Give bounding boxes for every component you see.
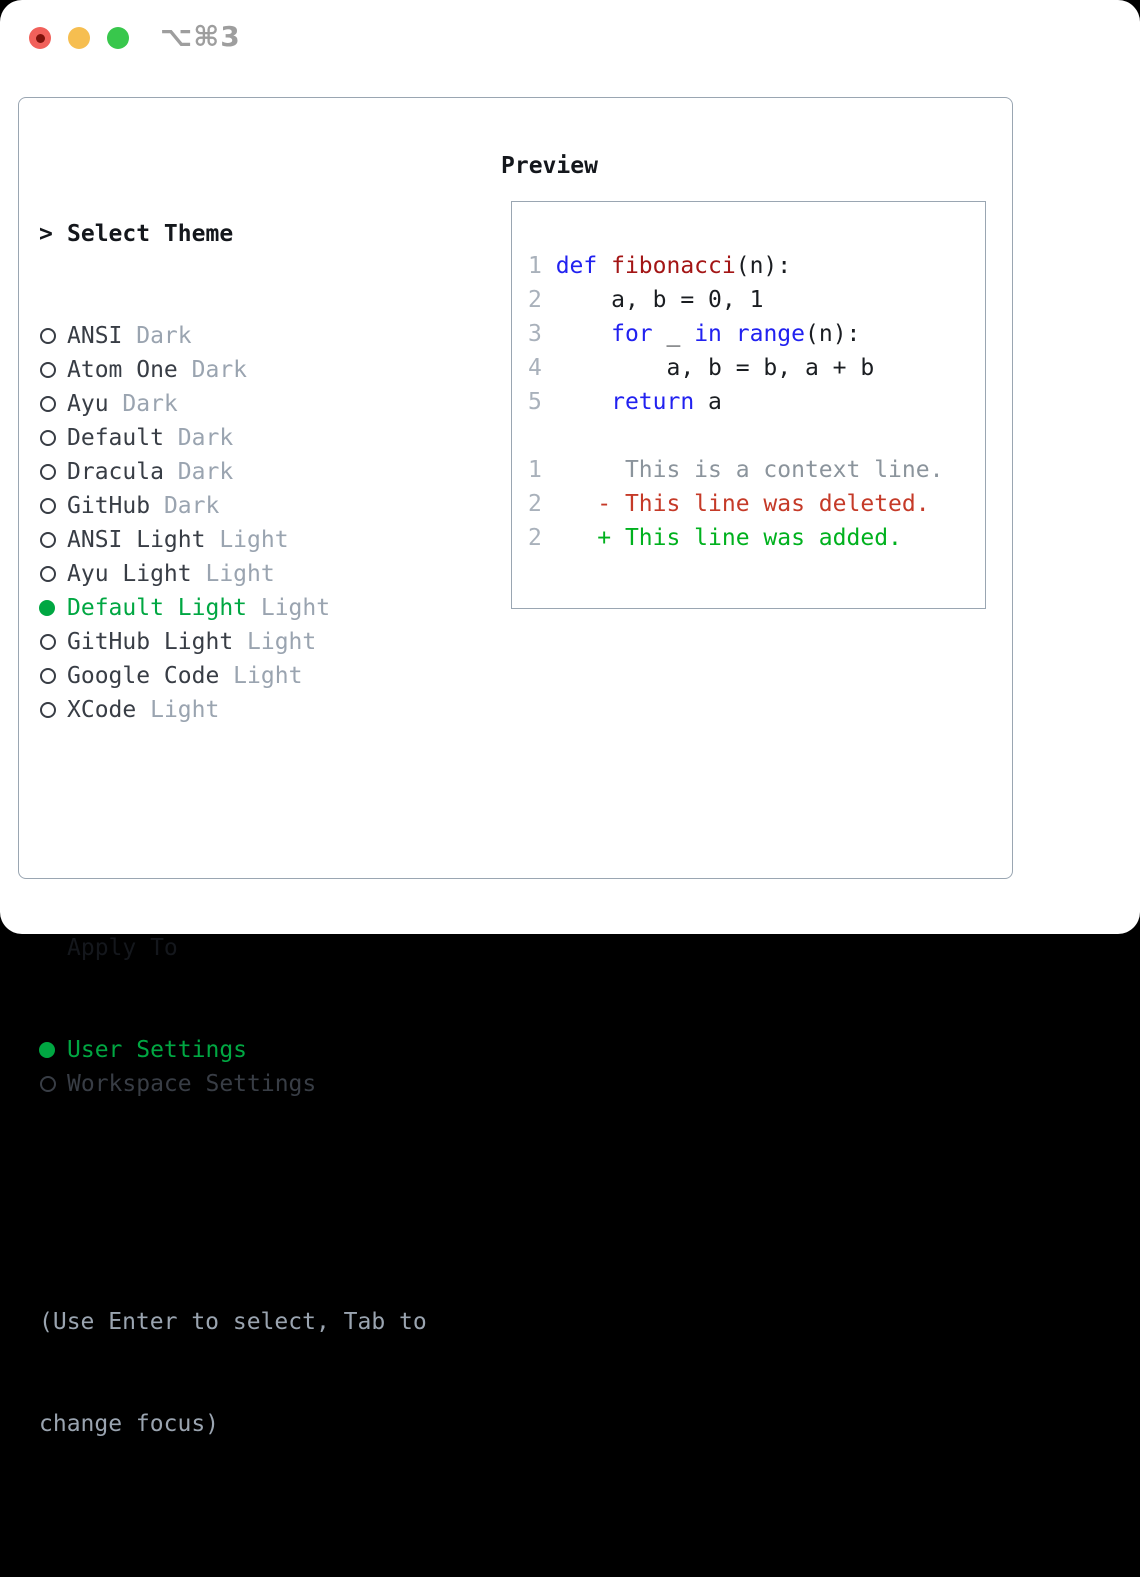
select-theme-header: > Select Theme bbox=[39, 217, 427, 251]
apply-option-label: User Settings bbox=[67, 1033, 247, 1067]
theme-variant-label: Light bbox=[233, 625, 316, 659]
titlebar: ⌥⌘3 bbox=[0, 0, 1140, 76]
radio-unselected-icon bbox=[40, 430, 56, 446]
theme-option-label: Default bbox=[67, 421, 164, 455]
radio-unselected-icon bbox=[40, 566, 56, 582]
radio-unselected-icon bbox=[40, 362, 56, 378]
code-line: 4 a, b = b, a + b bbox=[528, 351, 985, 385]
theme-option-label: Dracula bbox=[67, 455, 164, 489]
spacer bbox=[39, 829, 427, 863]
help-text-line: (Use Enter to select, Tab to bbox=[39, 1305, 427, 1339]
theme-option-label: Default Light bbox=[67, 591, 247, 625]
theme-option-label: XCode bbox=[67, 693, 136, 727]
theme-option-label: Ayu Light bbox=[67, 557, 192, 591]
apply-to-header: Apply To bbox=[39, 931, 427, 965]
theme-variant-label: Dark bbox=[178, 353, 247, 387]
code-line: 1 This is a context line. bbox=[528, 453, 985, 487]
radio-selected-icon bbox=[39, 1042, 55, 1058]
radio-unselected-icon bbox=[40, 634, 56, 650]
code-line: 2 - This line was deleted. bbox=[528, 487, 985, 521]
code-line: 1 def fibonacci(n): bbox=[528, 249, 985, 283]
theme-variant-label: Dark bbox=[164, 421, 233, 455]
theme-variant-label: Light bbox=[205, 523, 288, 557]
traffic-lights bbox=[29, 27, 129, 49]
theme-option-default[interactable]: Default Dark bbox=[39, 421, 427, 455]
radio-unselected-icon bbox=[40, 1076, 56, 1092]
theme-variant-label: Light bbox=[192, 557, 275, 591]
theme-option-dracula[interactable]: Dracula Dark bbox=[39, 455, 427, 489]
theme-variant-label: Dark bbox=[150, 489, 219, 523]
help-text: (Use Enter to select, Tab to change focu… bbox=[39, 1237, 427, 1509]
theme-option-label: Ayu bbox=[67, 387, 109, 421]
code-line: 2 a, b = 0, 1 bbox=[528, 283, 985, 317]
minimize-button[interactable] bbox=[68, 27, 90, 49]
theme-option-ayu[interactable]: Ayu Dark bbox=[39, 387, 427, 421]
theme-option-label: ANSI Light bbox=[67, 523, 205, 557]
theme-option-github-light[interactable]: GitHub Light Light bbox=[39, 625, 427, 659]
theme-variant-label: Light bbox=[219, 659, 302, 693]
theme-variant-label: Light bbox=[136, 693, 219, 727]
code-line: 3 for _ in range(n): bbox=[528, 317, 985, 351]
theme-option-default-light[interactable]: Default Light Light bbox=[39, 591, 427, 625]
apply-option-workspace-settings[interactable]: Workspace Settings bbox=[39, 1067, 427, 1101]
code-line bbox=[528, 419, 985, 453]
radio-unselected-icon bbox=[40, 464, 56, 480]
theme-option-ayu-light[interactable]: Ayu Light Light bbox=[39, 557, 427, 591]
close-dot-icon bbox=[36, 34, 45, 43]
radio-unselected-icon bbox=[40, 328, 56, 344]
theme-variant-label: Dark bbox=[122, 319, 191, 353]
zoom-button[interactable] bbox=[107, 27, 129, 49]
code-line: 5 return a bbox=[528, 385, 985, 419]
radio-unselected-icon bbox=[40, 498, 56, 514]
code-line: 2 + This line was added. bbox=[528, 521, 985, 555]
window-title: ⌥⌘3 bbox=[160, 20, 241, 53]
help-text-line: change focus) bbox=[39, 1407, 427, 1441]
theme-option-label: GitHub Light bbox=[67, 625, 233, 659]
apply-option-label: Workspace Settings bbox=[67, 1067, 316, 1101]
theme-variant-label: Dark bbox=[164, 455, 233, 489]
theme-variant-label: Dark bbox=[109, 387, 178, 421]
cursor-arrow-icon: > bbox=[39, 217, 67, 251]
theme-option-github[interactable]: GitHub Dark bbox=[39, 489, 427, 523]
radio-unselected-icon bbox=[40, 396, 56, 412]
preview-title: Preview bbox=[501, 149, 598, 183]
close-button[interactable] bbox=[29, 27, 51, 49]
radio-unselected-icon bbox=[40, 668, 56, 684]
radio-selected-icon bbox=[39, 600, 55, 616]
theme-option-label: ANSI bbox=[67, 319, 122, 353]
theme-option-atom-one[interactable]: Atom One Dark bbox=[39, 353, 427, 387]
theme-option-ansi-light[interactable]: ANSI Light Light bbox=[39, 523, 427, 557]
theme-variant-label: Light bbox=[247, 591, 330, 625]
radio-unselected-icon bbox=[40, 702, 56, 718]
apply-option-user-settings[interactable]: User Settings bbox=[39, 1033, 427, 1067]
select-theme-title: Select Theme bbox=[67, 217, 233, 251]
theme-option-ansi[interactable]: ANSI Dark bbox=[39, 319, 427, 353]
theme-option-label: Atom One bbox=[67, 353, 178, 387]
theme-option-google-code[interactable]: Google Code Light bbox=[39, 659, 427, 693]
theme-option-label: GitHub bbox=[67, 489, 150, 523]
theme-option-xcode[interactable]: XCode Light bbox=[39, 693, 427, 727]
apply-to-title: Apply To bbox=[67, 931, 178, 965]
radio-unselected-icon bbox=[40, 532, 56, 548]
theme-option-label: Google Code bbox=[67, 659, 219, 693]
